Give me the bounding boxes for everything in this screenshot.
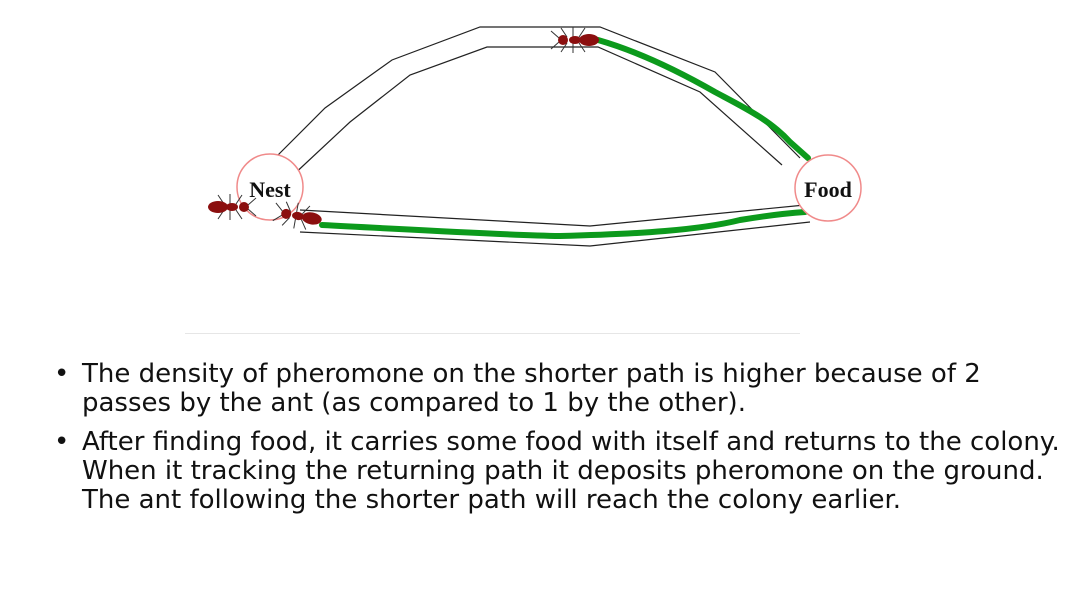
long-path-outer [259,26,801,174]
food-label: Food [804,177,852,202]
ant-path-diagram: Nest Food [208,26,862,247]
ant-icon [208,194,257,220]
bullet-text: The density of pheromone on the shorter … [82,359,981,418]
short-path-outer [299,204,806,227]
short-path-inner [299,221,811,247]
divider [185,333,800,334]
bullet-item: • After finding food, it carries some fo… [54,428,1064,515]
bullet-text: After finding food, it carries some food… [82,427,1060,515]
pheromone-trail-short-path [319,209,808,240]
bullet-dot-icon: • [54,359,70,389]
nest-node [236,153,304,221]
ant-icon [272,201,322,230]
food-node [794,154,862,222]
bullet-item: • The density of pheromone on the shorte… [54,360,1064,418]
bullet-dot-icon: • [54,427,70,457]
long-path-inner [289,46,783,179]
nest-label: Nest [249,177,291,202]
ant-icon [550,27,599,53]
bullet-list: • The density of pheromone on the shorte… [54,360,1064,525]
pheromone-trail-long-path [595,37,811,161]
